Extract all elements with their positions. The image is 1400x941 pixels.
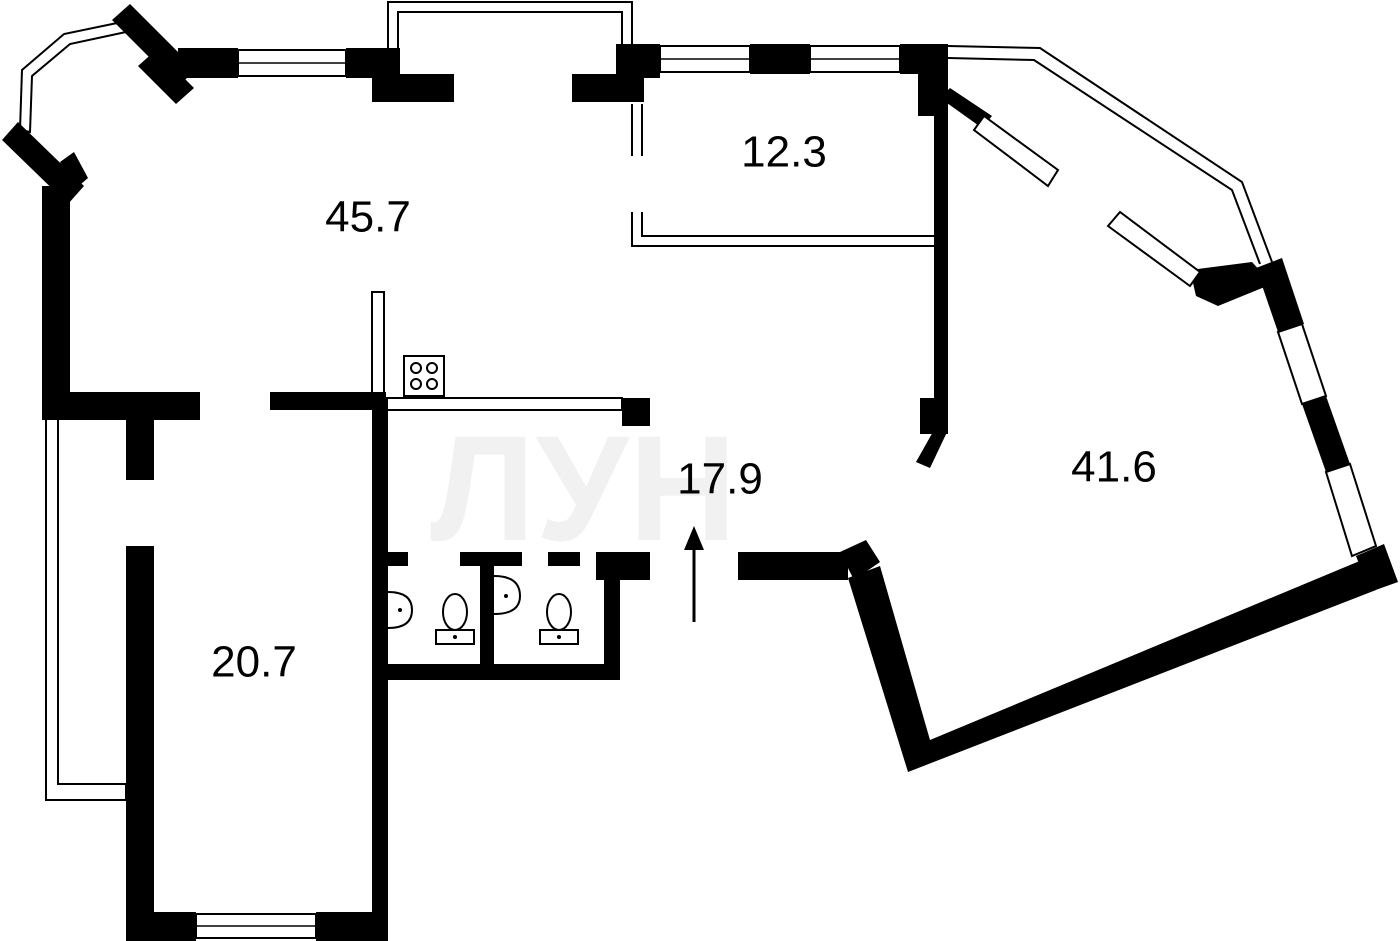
toilet-icon [435, 593, 579, 645]
room-area-bedroom-large: 41.6 [1071, 443, 1157, 492]
room-area-hall: 17.9 [677, 455, 763, 504]
room-labels: 45.7 12.3 41.6 20.7 17.9 [211, 128, 1157, 687]
windows [195, 45, 1378, 939]
stove-icon [403, 355, 445, 397]
room-area-living: 45.7 [325, 193, 411, 242]
entrance-arrow-icon [684, 526, 704, 622]
room-area-bedroom-small: 12.3 [741, 128, 827, 177]
walls [2, 4, 1398, 941]
room-area-bedroom-left: 20.7 [211, 638, 297, 687]
washbasin-icon [387, 575, 522, 629]
svg-text:ЛУН: ЛУН [430, 404, 737, 572]
watermark: ЛУН [430, 404, 737, 572]
